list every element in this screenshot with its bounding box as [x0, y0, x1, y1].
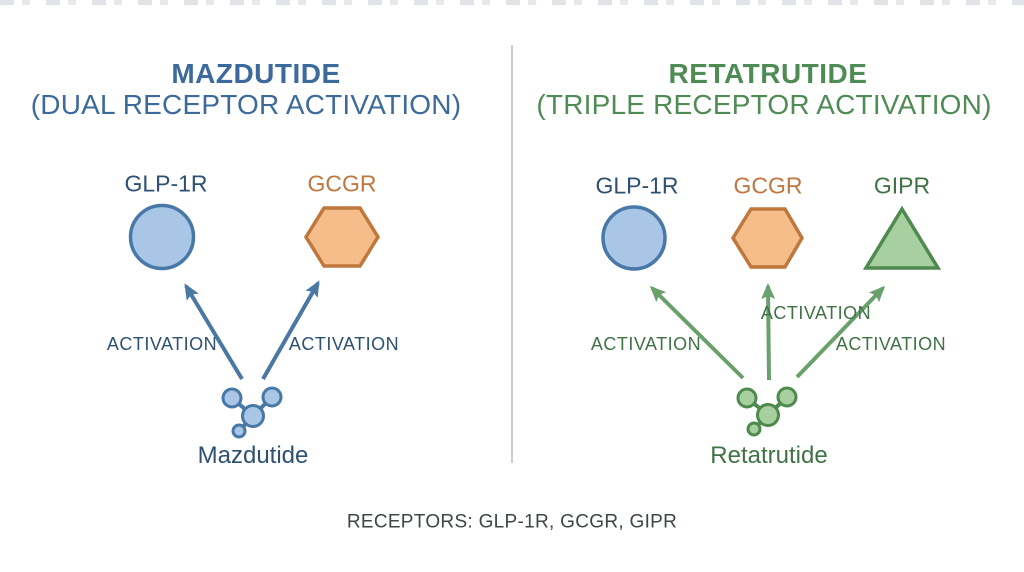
activation-arrow-left-glp1r — [184, 283, 244, 381]
right-panel-subtitle: (TRIPLE RECEPTOR ACTIVATION) — [536, 89, 992, 120]
panel-divider — [511, 45, 513, 463]
receptor-label-gcgr-right: GCGR — [733, 172, 803, 199]
receptor-label-glp1r-right: GLP-1R — [595, 172, 679, 199]
ligand-label-mazdutide: Mazdutide — [197, 442, 309, 469]
activation-label-right-1: ACTIVATION — [590, 334, 702, 354]
gcgr-receptor-hexagon-right — [730, 207, 805, 269]
gcgr-receptor-hexagon-left — [303, 206, 381, 268]
receptor-label-glp1r-left: GLP-1R — [124, 170, 208, 197]
glp1r-receptor-circle-right — [601, 205, 667, 271]
activation-arrow-right-glp1r — [649, 285, 745, 380]
receptor-label-gipr: GIPR — [873, 172, 931, 199]
left-panel-subtitle: (DUAL RECEPTOR ACTIVATION) — [30, 89, 462, 120]
top-crop-artifact — [0, 0, 1024, 5]
retatrutide-molecule-icon — [736, 386, 798, 437]
activation-label-right-2: ACTIVATION — [760, 303, 872, 323]
footer-receptors-text: RECEPTORS: GLP-1R, GCGR, GIPR — [346, 511, 678, 533]
mazdutide-molecule-icon — [221, 386, 283, 439]
right-panel-title: RETATRUTIDE — [668, 58, 868, 89]
activation-arrow-right-gcgr — [761, 283, 776, 381]
activation-label-right-3: ACTIVATION — [835, 334, 947, 354]
activation-arrow-right-gipr — [795, 285, 886, 379]
activation-arrow-left-gcgr — [261, 280, 320, 380]
activation-label-left-1: ACTIVATION — [106, 334, 218, 354]
gipr-receptor-triangle — [862, 205, 942, 270]
receptor-label-gcgr-left: GCGR — [307, 170, 377, 197]
ligand-label-retatrutide: Retatrutide — [710, 442, 828, 469]
glp1r-receptor-circle-left — [128, 203, 196, 271]
left-panel-title: MAZDUTIDE — [171, 58, 341, 89]
activation-label-left-2: ACTIVATION — [288, 334, 400, 354]
